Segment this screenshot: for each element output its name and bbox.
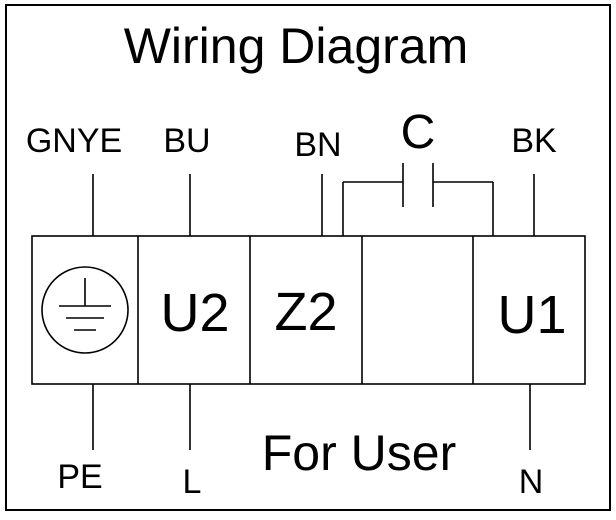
wire-label-bk: BK (511, 122, 557, 160)
wire-label-pe: PE (57, 458, 102, 496)
wire-label-bu: BU (163, 122, 210, 160)
wire-label-gnye: GNYE (26, 122, 122, 160)
wire-label-n: N (519, 463, 544, 501)
terminal-label-z2: Z2 (274, 282, 337, 342)
diagram-title: Wiring Diagram (124, 18, 469, 74)
earth-ground-icon (41, 266, 129, 354)
terminal-label-u1: U1 (497, 285, 566, 345)
capacitor-symbol (343, 163, 494, 236)
for-user-note: For User (262, 425, 456, 481)
wire-label-bn: BN (294, 126, 341, 164)
capacitor-label: C (401, 106, 436, 159)
wire-label-l: L (183, 463, 202, 501)
terminal-label-u2: U2 (160, 283, 229, 343)
terminal-block (31, 235, 586, 385)
diagram-border (5, 4, 611, 511)
